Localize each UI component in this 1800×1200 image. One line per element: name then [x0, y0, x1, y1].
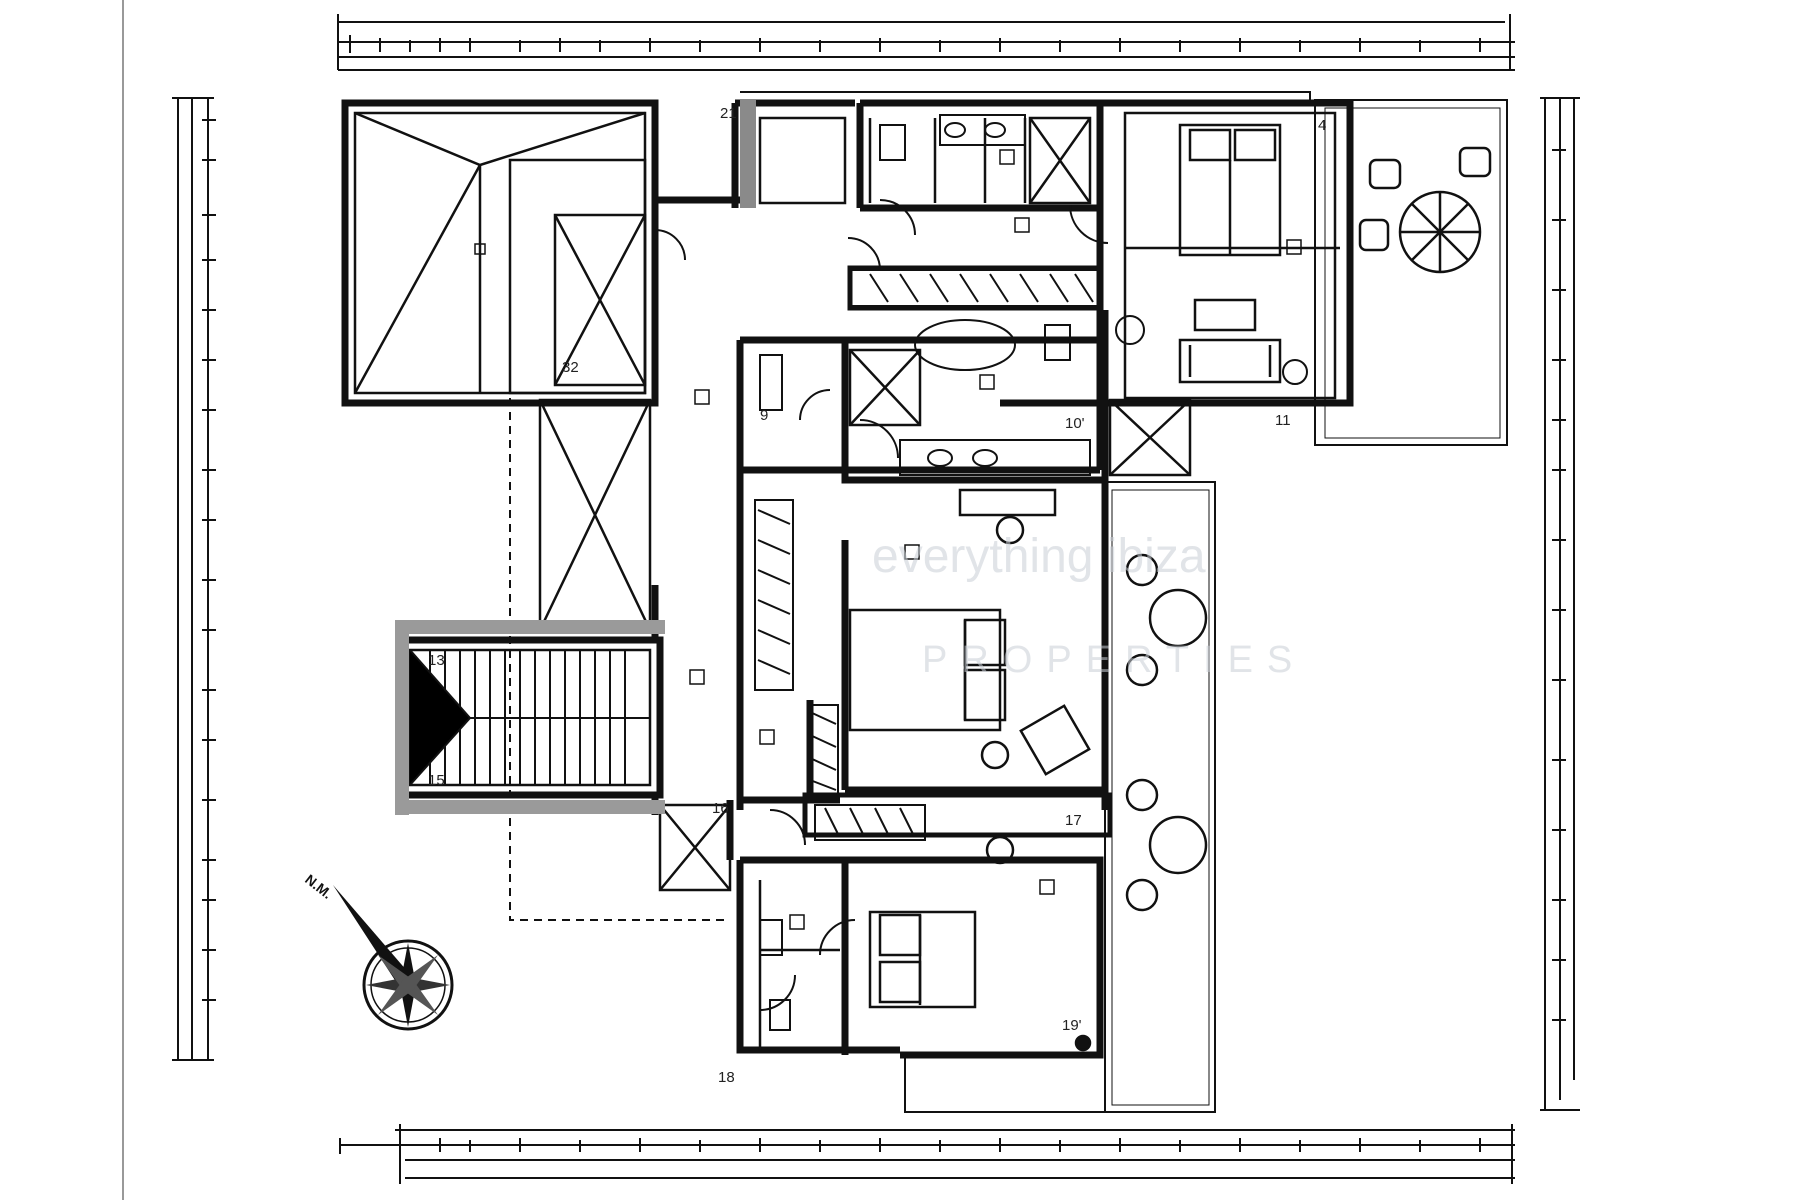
terrace-outlines — [509, 91, 1508, 1113]
room-number: 21 — [720, 105, 737, 122]
room-number: 19' — [1062, 1017, 1082, 1034]
room-number: 15 — [428, 772, 445, 789]
north-label: N.M. — [302, 871, 335, 902]
hatched-zones — [395, 100, 756, 815]
level-markers — [474, 149, 1302, 930]
room-number: 17 — [1065, 812, 1082, 829]
room-number: 32 — [562, 359, 579, 376]
watermark-line1: everything ibiza — [872, 530, 1206, 583]
room-number: 11 — [1275, 412, 1291, 429]
dimension-left — [172, 97, 216, 1061]
room-number: 4 — [1318, 117, 1326, 134]
wardrobes — [754, 269, 1101, 841]
room-number: 18 — [718, 1069, 735, 1086]
north-arrow-icon — [333, 885, 454, 1031]
room-number: 13 — [428, 652, 445, 669]
doors — [654, 199, 1109, 1011]
fixtures — [759, 114, 1308, 1031]
dimension-right — [1540, 97, 1580, 1111]
room-number: 16 — [712, 800, 729, 817]
room-number: 9 — [760, 407, 768, 424]
dimension-top — [337, 14, 1515, 71]
dimension-bottom — [339, 1124, 1515, 1184]
furniture — [848, 123, 1492, 1052]
staircase — [409, 649, 650, 786]
watermark-line2: PROPERTIES — [922, 639, 1306, 681]
room-number: 10' — [1065, 415, 1085, 432]
